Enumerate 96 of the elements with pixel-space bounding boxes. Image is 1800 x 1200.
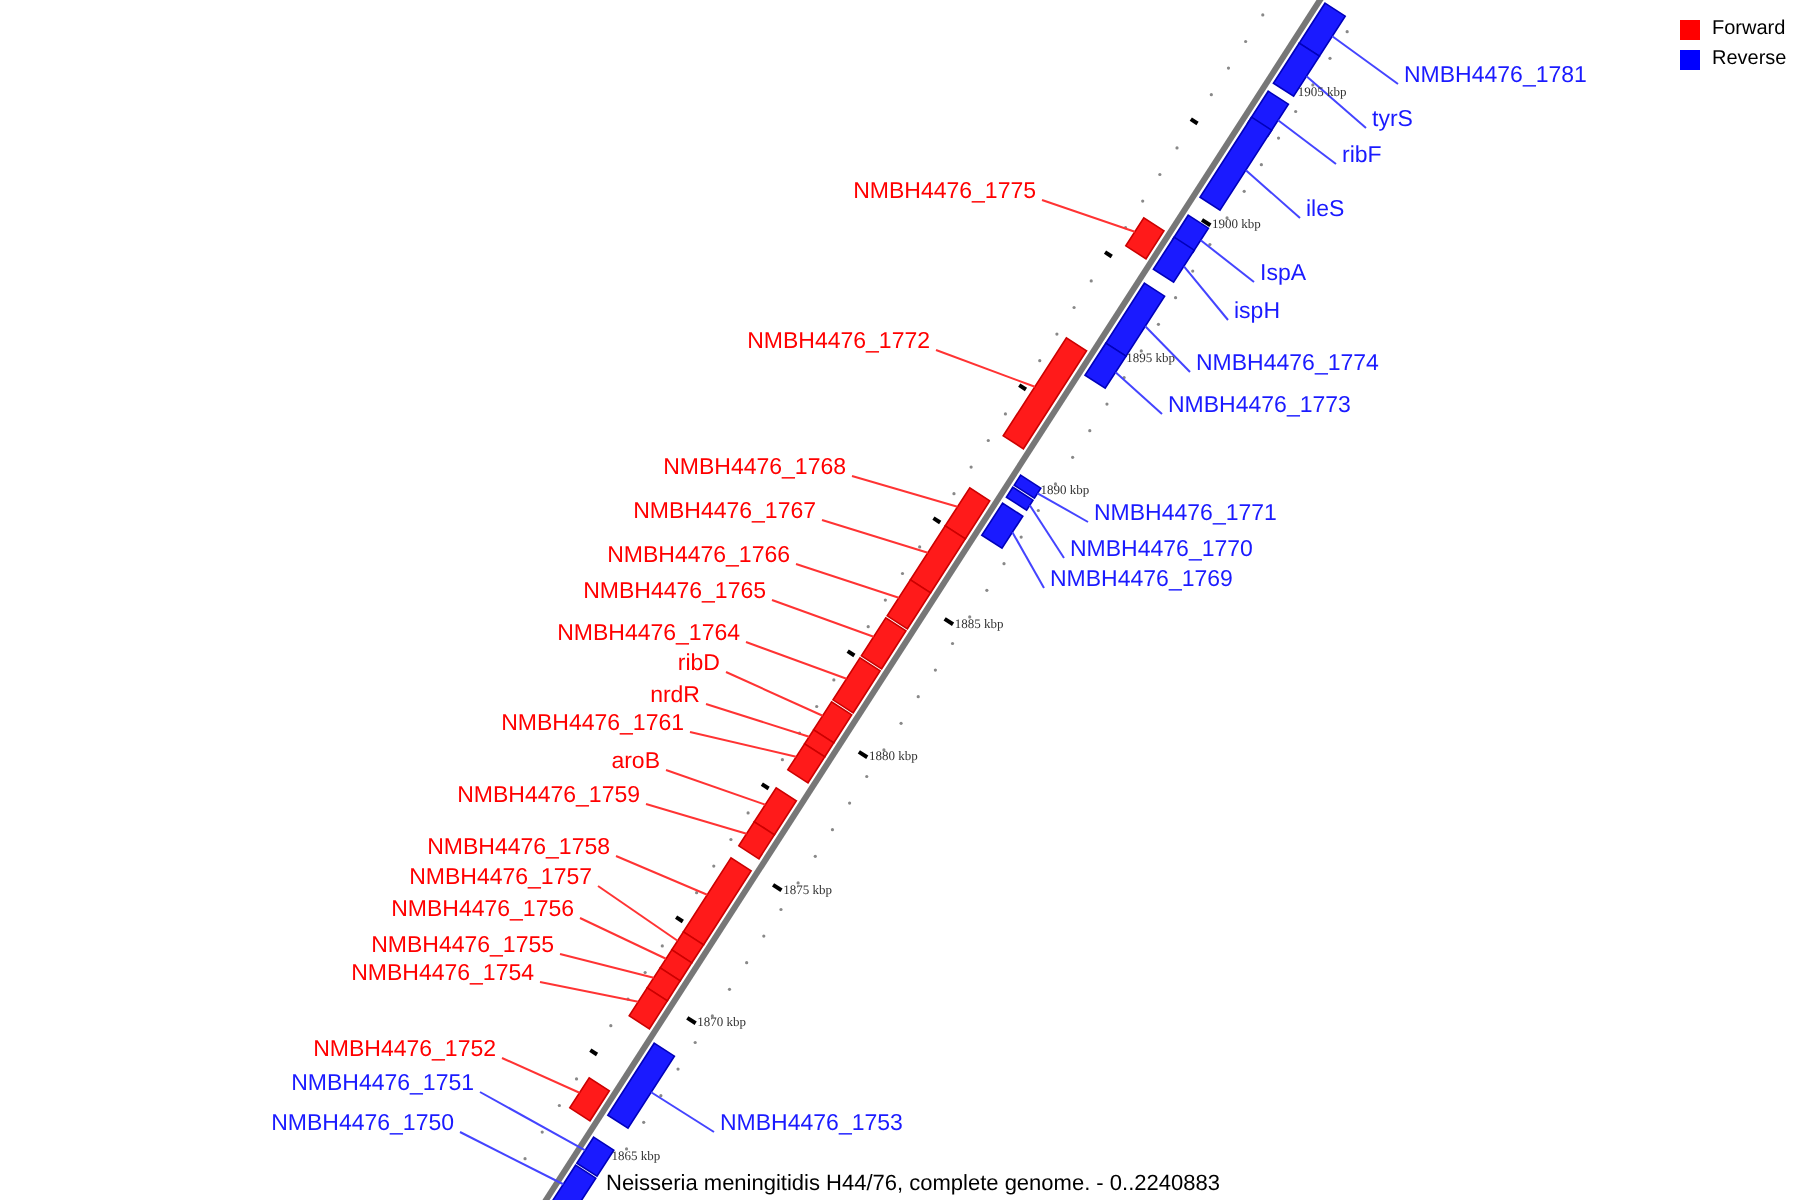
gene-block: [1002, 336, 1088, 450]
gene-label: NMBH4476_1754: [351, 960, 534, 988]
gene-block: [1083, 342, 1128, 390]
gene-block: [1124, 216, 1166, 260]
leader-line: [1305, 75, 1367, 129]
gene-label: aroB: [611, 748, 660, 776]
gene-label: NMBH4476_1772: [747, 328, 930, 356]
leader-line: [705, 703, 811, 738]
gene-label: ispH: [1234, 298, 1281, 326]
gene-block: [659, 948, 693, 982]
gene-label: NMBH4476_1775: [853, 178, 1036, 206]
gene-block: [980, 502, 1024, 550]
gene-block: [909, 524, 967, 594]
leader-line: [795, 563, 900, 599]
leader-line: [851, 475, 959, 508]
gene-label: NMBH4476_1750: [271, 1110, 454, 1138]
gene-block: [549, 1164, 597, 1200]
gene-block: [606, 1042, 676, 1130]
gene-label: NMBH4476_1768: [663, 454, 846, 482]
gene-block: [812, 700, 853, 744]
leader-line: [539, 981, 640, 1003]
leader-line: [597, 885, 679, 942]
gene-label: NMBH4476_1767: [633, 498, 816, 526]
gene-block: [753, 786, 798, 836]
gene-label: NMBH4476_1755: [371, 932, 554, 960]
gene-label: NMBH4476_1759: [457, 782, 640, 810]
gene-label: nrdR: [650, 682, 700, 710]
leader-line: [1277, 119, 1337, 165]
gene-block: [682, 856, 753, 946]
legend-label: Forward: [1712, 18, 1786, 40]
gene-label: NMBH4476_1771: [1094, 500, 1277, 528]
gene-label: IspA: [1260, 260, 1307, 288]
leader-line: [1331, 35, 1399, 85]
gene-label: ribF: [1342, 142, 1382, 170]
leader-line: [650, 1091, 715, 1133]
gene-block: [886, 578, 932, 630]
leader-line: [1182, 265, 1229, 321]
leader-line: [745, 641, 848, 680]
leader-line: [615, 855, 709, 896]
leader-line: [1144, 325, 1191, 373]
leader-line: [665, 769, 767, 806]
gene-label: NMBH4476_1773: [1168, 392, 1351, 420]
gene-block: [737, 820, 776, 860]
gene-block: [1198, 116, 1273, 212]
legend-label: Reverse: [1712, 48, 1787, 70]
leader-line: [579, 917, 667, 960]
gene-block: [628, 986, 669, 1030]
gene-block: [1013, 474, 1042, 500]
leader-line: [1114, 371, 1163, 415]
leader-line: [771, 599, 875, 638]
gene-block: [944, 486, 991, 540]
gene-label: NMBH4476_1781: [1404, 62, 1587, 90]
gene-label: NMBH4476_1752: [313, 1036, 496, 1064]
leader-line: [1028, 504, 1065, 559]
gene-label: NMBH4476_1770: [1070, 536, 1253, 564]
leader-line: [645, 803, 748, 835]
leader-line: [935, 349, 1036, 388]
leader-line: [689, 731, 798, 758]
leader-line: [559, 953, 655, 979]
leader-line: [1011, 531, 1045, 589]
gene-block: [831, 656, 882, 714]
gene-block: [646, 966, 682, 1002]
gene-block: [1152, 236, 1196, 284]
leader-line: [1036, 492, 1089, 523]
gene-label: NMBH4476_1758: [427, 834, 610, 862]
gene-label: ribD: [677, 650, 720, 678]
gene-label: NMBH4476_1765: [583, 578, 766, 606]
gene-label: ileS: [1306, 196, 1345, 224]
gene-block: [1272, 42, 1321, 98]
gene-label: NMBH4476_1757: [409, 864, 592, 892]
gene-label: NMBH4476_1761: [501, 710, 684, 738]
gene-label: NMBH4476_1751: [291, 1070, 474, 1098]
gene-label: tyrS: [1372, 106, 1413, 134]
gene-label: NMBH4476_1756: [391, 896, 574, 924]
gene-label: NMBH4476_1753: [720, 1110, 903, 1138]
leader-line: [1244, 169, 1301, 219]
gene-label: NMBH4476_1766: [607, 542, 790, 570]
gene-block: [786, 742, 826, 784]
gene-block: [1005, 486, 1035, 512]
leader-line: [459, 1131, 565, 1186]
leader-line: [479, 1091, 587, 1152]
gene-block: [568, 1076, 611, 1122]
gene-block: [860, 616, 908, 670]
caption: Neisseria meningitidis H44/76, complete genome. - 0..2240883: [606, 1170, 1220, 1198]
leader-line: [501, 1057, 581, 1094]
leader-line: [821, 519, 929, 554]
leader-line: [1199, 239, 1255, 283]
gene-block: [670, 930, 705, 964]
gene-label: NMBH4476_1769: [1050, 566, 1233, 594]
gene-label: NMBH4476_1764: [557, 620, 740, 648]
gene-block: [803, 728, 835, 758]
gene-block: [575, 1136, 615, 1178]
gene-label: NMBH4476_1774: [1196, 350, 1379, 378]
leader-line: [1041, 199, 1136, 233]
leader-line: [725, 671, 824, 717]
gene-block: [1298, 2, 1347, 58]
